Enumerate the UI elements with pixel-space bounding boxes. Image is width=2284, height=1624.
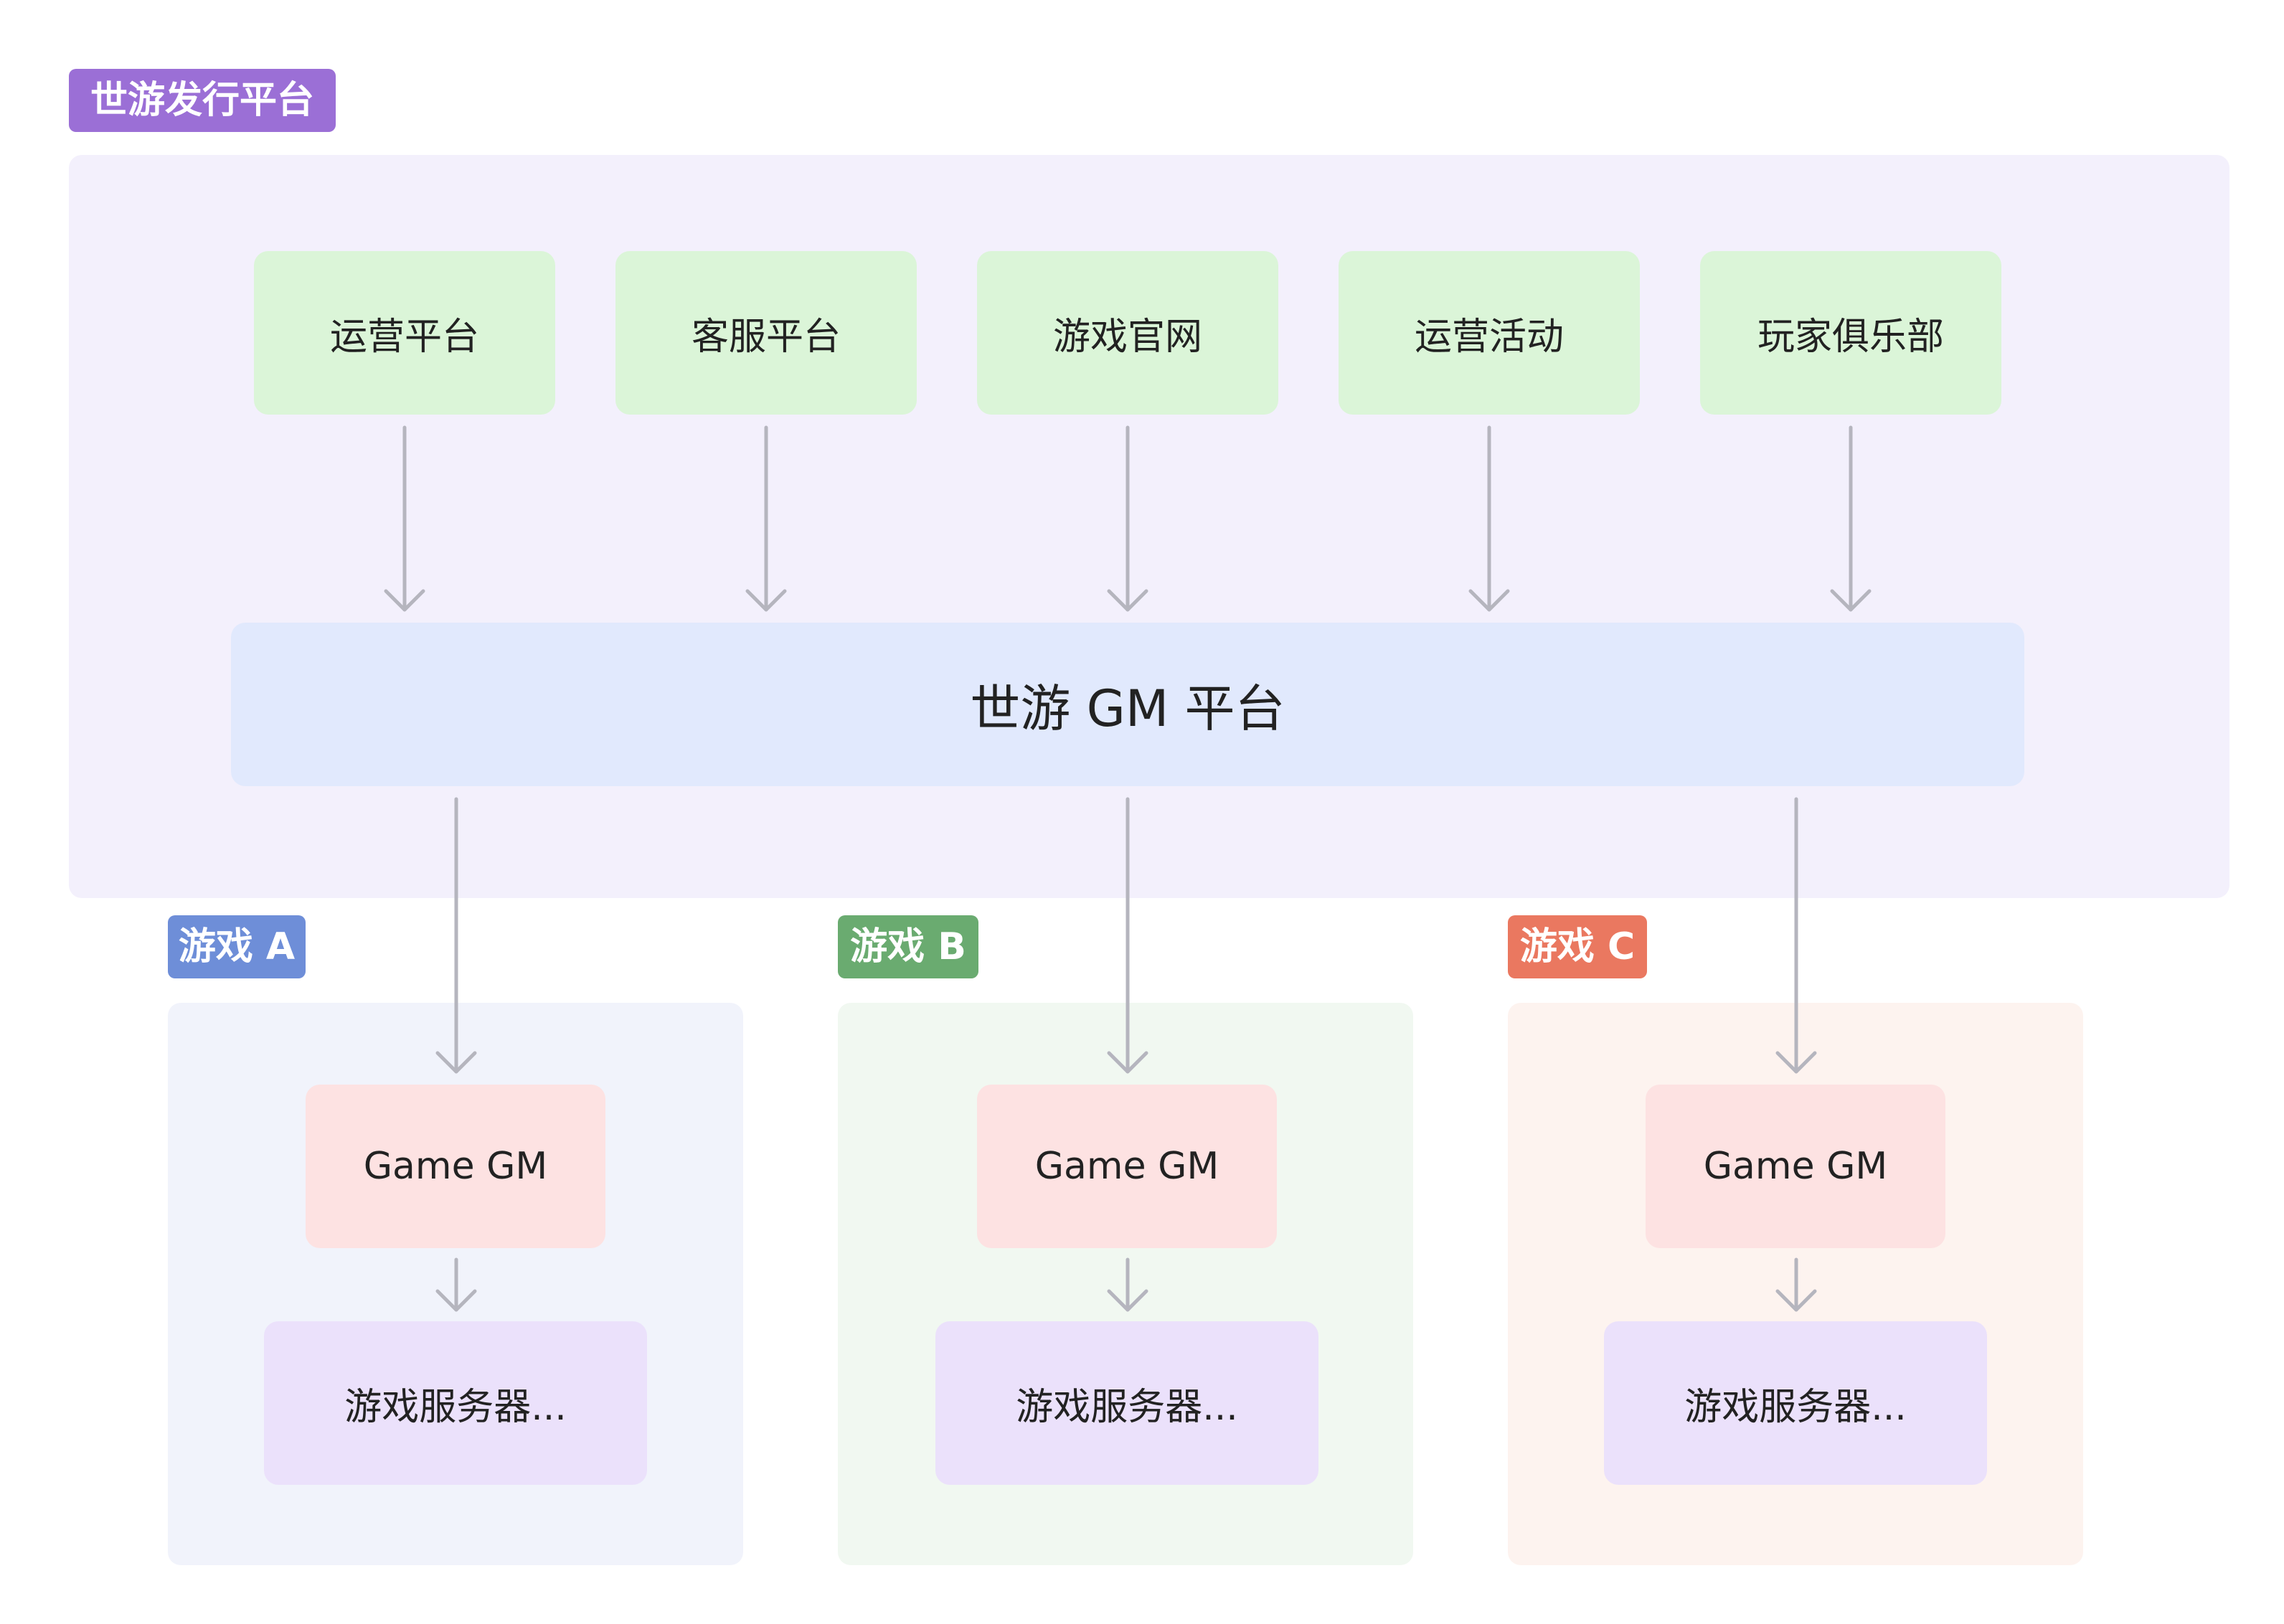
game-c-tag: 游戏 C: [1508, 915, 1647, 978]
game-a-server-box[interactable]: 游戏服务器...: [264, 1321, 647, 1485]
arrow-gm-to-game-c: [1775, 797, 1817, 1074]
service-ops-platform[interactable]: 运营平台: [254, 251, 555, 415]
game-b-server-box[interactable]: 游戏服务器...: [935, 1321, 1318, 1485]
gm-platform-box[interactable]: 世游 GM 平台: [231, 623, 2024, 786]
arrow-club-to-gm: [1830, 425, 1872, 612]
arrow-events-to-gm: [1468, 425, 1510, 612]
game-b-gm-box[interactable]: Game GM: [977, 1085, 1277, 1248]
arrow-website-to-gm: [1107, 425, 1148, 612]
service-official-website[interactable]: 游戏官网: [977, 251, 1278, 415]
game-b-tag: 游戏 B: [838, 915, 978, 978]
service-customer-support[interactable]: 客服平台: [615, 251, 917, 415]
arrow-support-to-gm: [745, 425, 787, 612]
platform-tag: 世游发行平台: [69, 69, 336, 132]
game-c-server-box[interactable]: 游戏服务器...: [1604, 1321, 1987, 1485]
service-player-club[interactable]: 玩家俱乐部: [1700, 251, 2001, 415]
arrow-game-a-gm-to-server: [435, 1257, 477, 1312]
arrow-gm-to-game-a: [435, 797, 477, 1074]
arrow-game-c-gm-to-server: [1775, 1257, 1817, 1312]
game-c-gm-box[interactable]: Game GM: [1646, 1085, 1945, 1248]
arrow-gm-to-game-b: [1107, 797, 1148, 1074]
service-ops-events[interactable]: 运营活动: [1339, 251, 1640, 415]
arrow-ops-to-gm: [384, 425, 425, 612]
game-a-gm-box[interactable]: Game GM: [306, 1085, 605, 1248]
arrow-game-b-gm-to-server: [1107, 1257, 1148, 1312]
game-a-tag: 游戏 A: [168, 915, 306, 978]
